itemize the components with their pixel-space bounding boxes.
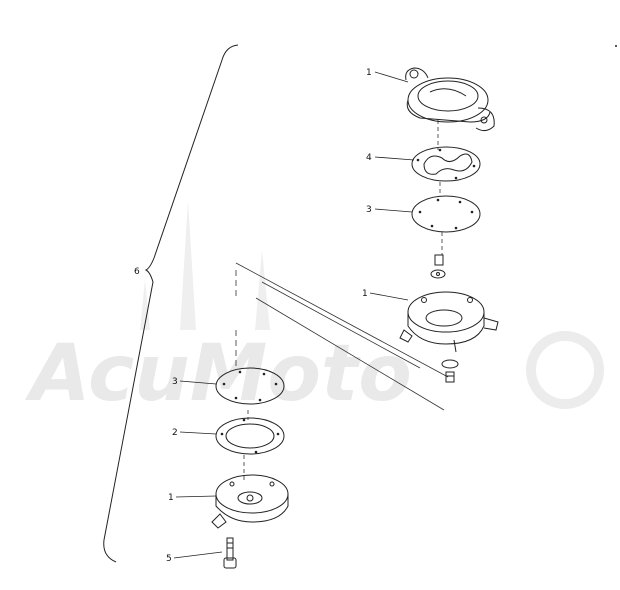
- callout-pump-body: 1: [362, 289, 368, 299]
- callout-assembly: 6: [134, 267, 140, 277]
- valve-parts: [430, 254, 446, 279]
- upper-diaphragm-part: [411, 195, 481, 233]
- pump-body-part: [399, 291, 499, 353]
- assembly-bracket: [103, 44, 239, 563]
- callout-labels: 1 4 3 6 1 3 2 1 5: [134, 68, 372, 564]
- callout-diaphragm-lower: 3: [172, 377, 178, 387]
- callout-housing-top: 1: [366, 68, 372, 78]
- leader-lines: [173, 71, 415, 559]
- bottom-cover-part: [211, 474, 289, 529]
- watermark-text: AcuMoto: [24, 329, 412, 419]
- corner-dot: [615, 45, 617, 47]
- callout-screw: 5: [166, 554, 172, 564]
- top-housing-part: [405, 67, 495, 132]
- lower-diaphragm-part: [215, 367, 285, 405]
- lower-gasket-part: [215, 417, 285, 455]
- callout-diaphragm-upper: 3: [366, 205, 372, 215]
- screw-part: [223, 537, 237, 569]
- callout-gasket-upper: 4: [366, 153, 372, 163]
- watermark: AcuMoto: [24, 200, 604, 419]
- callout-gasket-lower: 2: [172, 428, 178, 438]
- upper-gasket-part: [411, 146, 481, 182]
- check-valve-parts: [441, 359, 459, 383]
- callout-cover-bottom: 1: [168, 493, 174, 503]
